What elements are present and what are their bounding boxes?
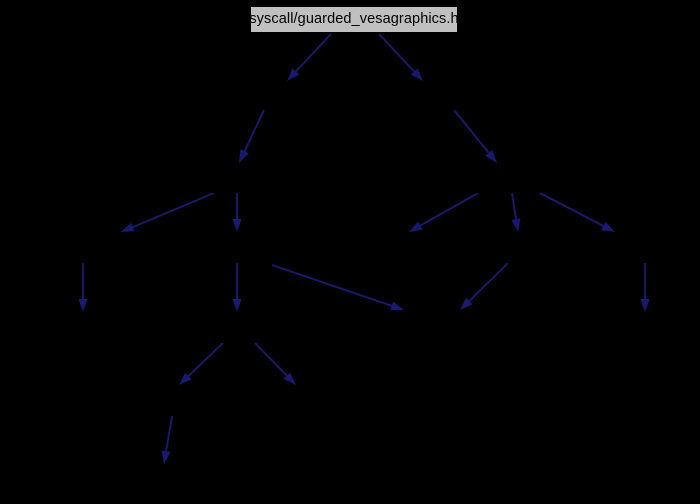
graph-edge-arrowhead [409, 221, 423, 232]
graph-node[interactable] [250, 389, 342, 416]
graph-edge-arrowhead [287, 68, 300, 81]
graph-node[interactable] [190, 166, 284, 193]
graph-node[interactable] [360, 236, 452, 263]
graph-node[interactable] [194, 83, 280, 110]
graph-node[interactable] [38, 316, 128, 343]
graph-edge-arrowhead [161, 450, 171, 464]
graph-edge [187, 342, 224, 377]
graph-edge [243, 109, 265, 152]
graph-node[interactable] [456, 166, 548, 193]
graph-edge-arrowhead [78, 299, 88, 312]
graph-edge [165, 415, 173, 452]
graph-node[interactable] [190, 236, 284, 263]
graph-edge-arrowhead [601, 221, 615, 232]
graph-edge-arrowhead [485, 150, 497, 163]
graph-edge-arrowhead [460, 297, 473, 310]
graph-edge [378, 33, 415, 73]
graph-edge-arrowhead [640, 299, 650, 312]
graph-edge-arrowhead [239, 149, 249, 163]
graph-edge [511, 192, 517, 220]
graph-edge-arrowhead [179, 372, 192, 385]
graph-edge [468, 262, 509, 302]
graph-edge-arrowhead [410, 68, 423, 81]
graph-edge [271, 264, 393, 307]
graph-node[interactable] [394, 83, 480, 110]
graph-edge [295, 33, 332, 73]
graph-node[interactable] [474, 236, 562, 263]
graph-node[interactable] [600, 316, 690, 343]
graph-edge-arrowhead [232, 219, 242, 232]
graph-node[interactable] [192, 316, 282, 343]
graph-node[interactable] [118, 468, 210, 495]
graph-edge [419, 192, 479, 227]
graph-node-label: syscall/guarded_vesagraphics.h [249, 11, 459, 28]
graph-node[interactable] [414, 316, 504, 343]
graph-edge-arrowhead [283, 372, 296, 385]
graph-edge-arrowhead [121, 222, 135, 232]
graph-edge [539, 192, 604, 227]
graph-node[interactable] [132, 389, 224, 416]
graph-edge-arrowhead [232, 299, 242, 312]
graph-node-root[interactable]: syscall/guarded_vesagraphics.h [249, 6, 459, 33]
graph-node[interactable] [576, 236, 662, 263]
graph-edge [453, 109, 490, 154]
graph-edge [132, 192, 215, 228]
graph-edge-arrowhead [390, 301, 404, 311]
graph-node[interactable] [72, 236, 164, 263]
graph-edge-arrowhead [511, 218, 521, 232]
graph-edge [254, 342, 288, 377]
